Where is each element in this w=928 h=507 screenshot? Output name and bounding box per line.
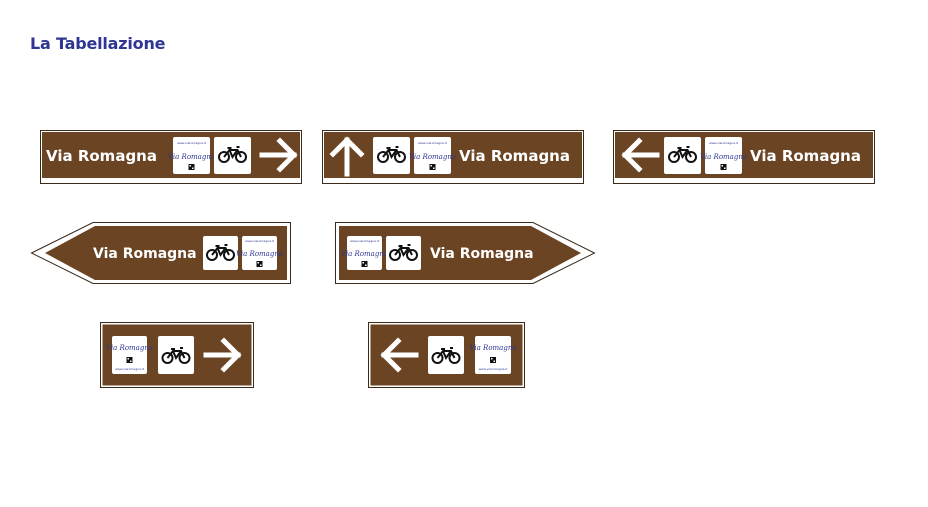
sign-label: Via Romagna <box>459 147 570 165</box>
brand-tile-bg <box>242 236 277 270</box>
brand-tile: Via Romagna www.viaromagna.it <box>106 336 153 374</box>
brand-tile-bg <box>347 236 382 270</box>
qr-code-icon <box>429 164 436 170</box>
page-title: La Tabellazione <box>30 34 166 53</box>
bicycle-tile <box>664 137 701 174</box>
website-text: www.viaromagna.it <box>709 141 739 145</box>
arrow-left-icon <box>380 337 419 373</box>
sign-plate <box>42 132 300 178</box>
bicycle-icon <box>218 146 247 163</box>
sign-label: Via Romagna <box>46 147 157 165</box>
sign-small-right-arrow: Via Romagna www.viaromagna.it <box>100 322 254 388</box>
qr-code-icon <box>361 261 368 267</box>
arrow-up-icon <box>329 136 365 177</box>
brand-script: Via Romagna <box>700 153 747 161</box>
website-text: www.viaromagna.it <box>245 239 275 243</box>
bicycle-tile <box>373 137 410 174</box>
brand-script: Via Romagna <box>409 153 456 161</box>
bicycle-tile <box>386 236 421 270</box>
qr-code-icon <box>256 261 263 267</box>
sign-rect-left-arrow: www.viaromagna.it Via Romagna Via Romagn… <box>613 130 875 184</box>
sign-rect-right-arrow: Via Romagna www.viaromagna.it Via Romagn… <box>40 130 302 184</box>
bicycle-tile <box>158 336 194 374</box>
brand-tile: www.viaromagna.it Via Romagna <box>236 236 283 270</box>
brand-script: Via Romagna <box>168 153 215 161</box>
bicycle-tile <box>203 236 238 270</box>
website-text: www.viaromagna.it <box>115 367 145 371</box>
qr-code-icon <box>126 357 133 363</box>
brand-script: Via Romagna <box>341 250 388 258</box>
bicycle-tile <box>214 137 251 174</box>
sign-small-left-arrow: Via Romagna www.viaromagna.it <box>368 322 525 388</box>
website-text: www.viaromagna.it <box>418 141 448 145</box>
brand-script: Via Romagna <box>469 344 516 352</box>
brand-tile-bg <box>112 336 147 374</box>
sign-label: Via Romagna <box>750 147 861 165</box>
arrow-right-icon <box>203 337 242 373</box>
qr-code-icon <box>720 164 727 170</box>
bicycle-icon <box>161 347 191 364</box>
bicycle-tile-bg <box>428 336 464 374</box>
qr-code-icon <box>188 164 195 170</box>
sign-arrow-right-pointed: www.viaromagna.it Via Romagna Via Romagn… <box>335 222 596 284</box>
bicycle-icon <box>377 146 406 163</box>
qr-code-icon <box>490 357 496 363</box>
bicycle-icon <box>206 244 235 261</box>
brand-tile-bg <box>173 137 210 174</box>
brand-tile: www.viaromagna.it Via Romagna <box>341 236 388 270</box>
brand-tile-bg <box>475 336 511 374</box>
brand-tile: www.viaromagna.it Via Romagna <box>409 137 456 174</box>
sign-plate <box>324 132 582 178</box>
brand-tile-bg <box>414 137 451 174</box>
arrow-left-icon <box>621 137 660 173</box>
sign-label: Via Romagna <box>430 246 534 262</box>
bicycle-tile-bg <box>158 336 194 374</box>
sign-rect-up-arrow: www.viaromagna.it Via Romagna Via Romagn… <box>322 130 584 184</box>
bicycle-icon <box>668 146 697 163</box>
brand-tile: www.viaromagna.it Via Romagna <box>700 137 747 174</box>
sign-label: Via Romagna <box>93 246 197 262</box>
website-text: www.viaromagna.it <box>350 239 380 243</box>
bicycle-icon <box>431 347 461 364</box>
brand-tile: Via Romagna www.viaromagna.it <box>469 336 517 374</box>
sign-arrow-left-pointed: Via Romagna www.viaromagna.it Via Romagn… <box>30 222 291 284</box>
brand-tile: www.viaromagna.it Via Romagna <box>168 137 215 174</box>
bicycle-tile <box>428 336 464 374</box>
brand-script: Via Romagna <box>106 344 153 352</box>
website-text: www.viaromagna.it <box>479 367 509 371</box>
bicycle-icon <box>389 244 418 261</box>
brand-tile-bg <box>705 137 742 174</box>
brand-script: Via Romagna <box>236 250 283 258</box>
website-text: www.viaromagna.it <box>177 141 207 145</box>
arrow-right-icon <box>259 137 298 173</box>
